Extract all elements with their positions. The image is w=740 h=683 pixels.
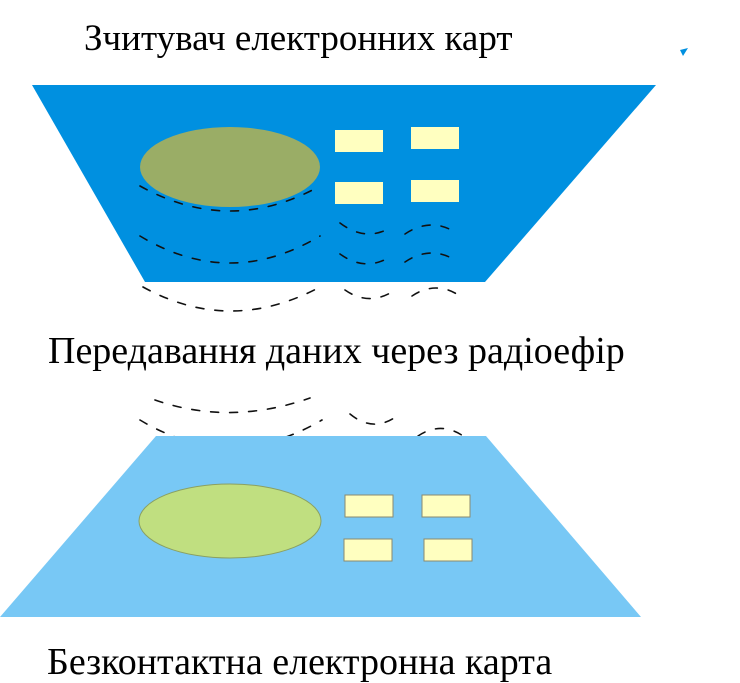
reader-contact-pad bbox=[335, 130, 383, 152]
card-reader bbox=[32, 85, 656, 282]
radio-wave-arc bbox=[417, 427, 467, 439]
radio-wave-arc bbox=[349, 413, 395, 425]
card-antenna bbox=[138, 483, 322, 559]
card-label: Безконтактна електронна карта bbox=[47, 641, 553, 683]
corner-mark-icon bbox=[680, 48, 688, 56]
reader-contact-pad bbox=[411, 180, 459, 202]
reader-label: Зчитувач електронних карт bbox=[84, 18, 513, 59]
radio-wave-arc bbox=[339, 253, 391, 265]
transmission-label: Передавання даних через радіоефір bbox=[48, 330, 625, 372]
radio-wave-arc bbox=[139, 185, 321, 212]
reader-antenna bbox=[140, 127, 320, 207]
radio-wave-arc bbox=[154, 397, 311, 414]
radio-wave-arc bbox=[139, 235, 321, 264]
reader-contact-pad bbox=[411, 127, 459, 149]
radio-wave-arc bbox=[142, 286, 321, 312]
card-contact-pad bbox=[421, 494, 471, 518]
radio-wave-arc bbox=[404, 252, 459, 263]
radio-wave-arc bbox=[411, 287, 461, 297]
card-contact-pad bbox=[344, 494, 394, 518]
card-contact-pad bbox=[343, 538, 393, 562]
contactless-card bbox=[0, 436, 641, 617]
radio-wave-arc bbox=[404, 224, 459, 235]
card-contact-pad bbox=[423, 538, 473, 562]
radio-wave-arc bbox=[344, 289, 393, 300]
radio-wave-arc bbox=[339, 222, 391, 235]
reader-contact-pad bbox=[335, 182, 383, 204]
